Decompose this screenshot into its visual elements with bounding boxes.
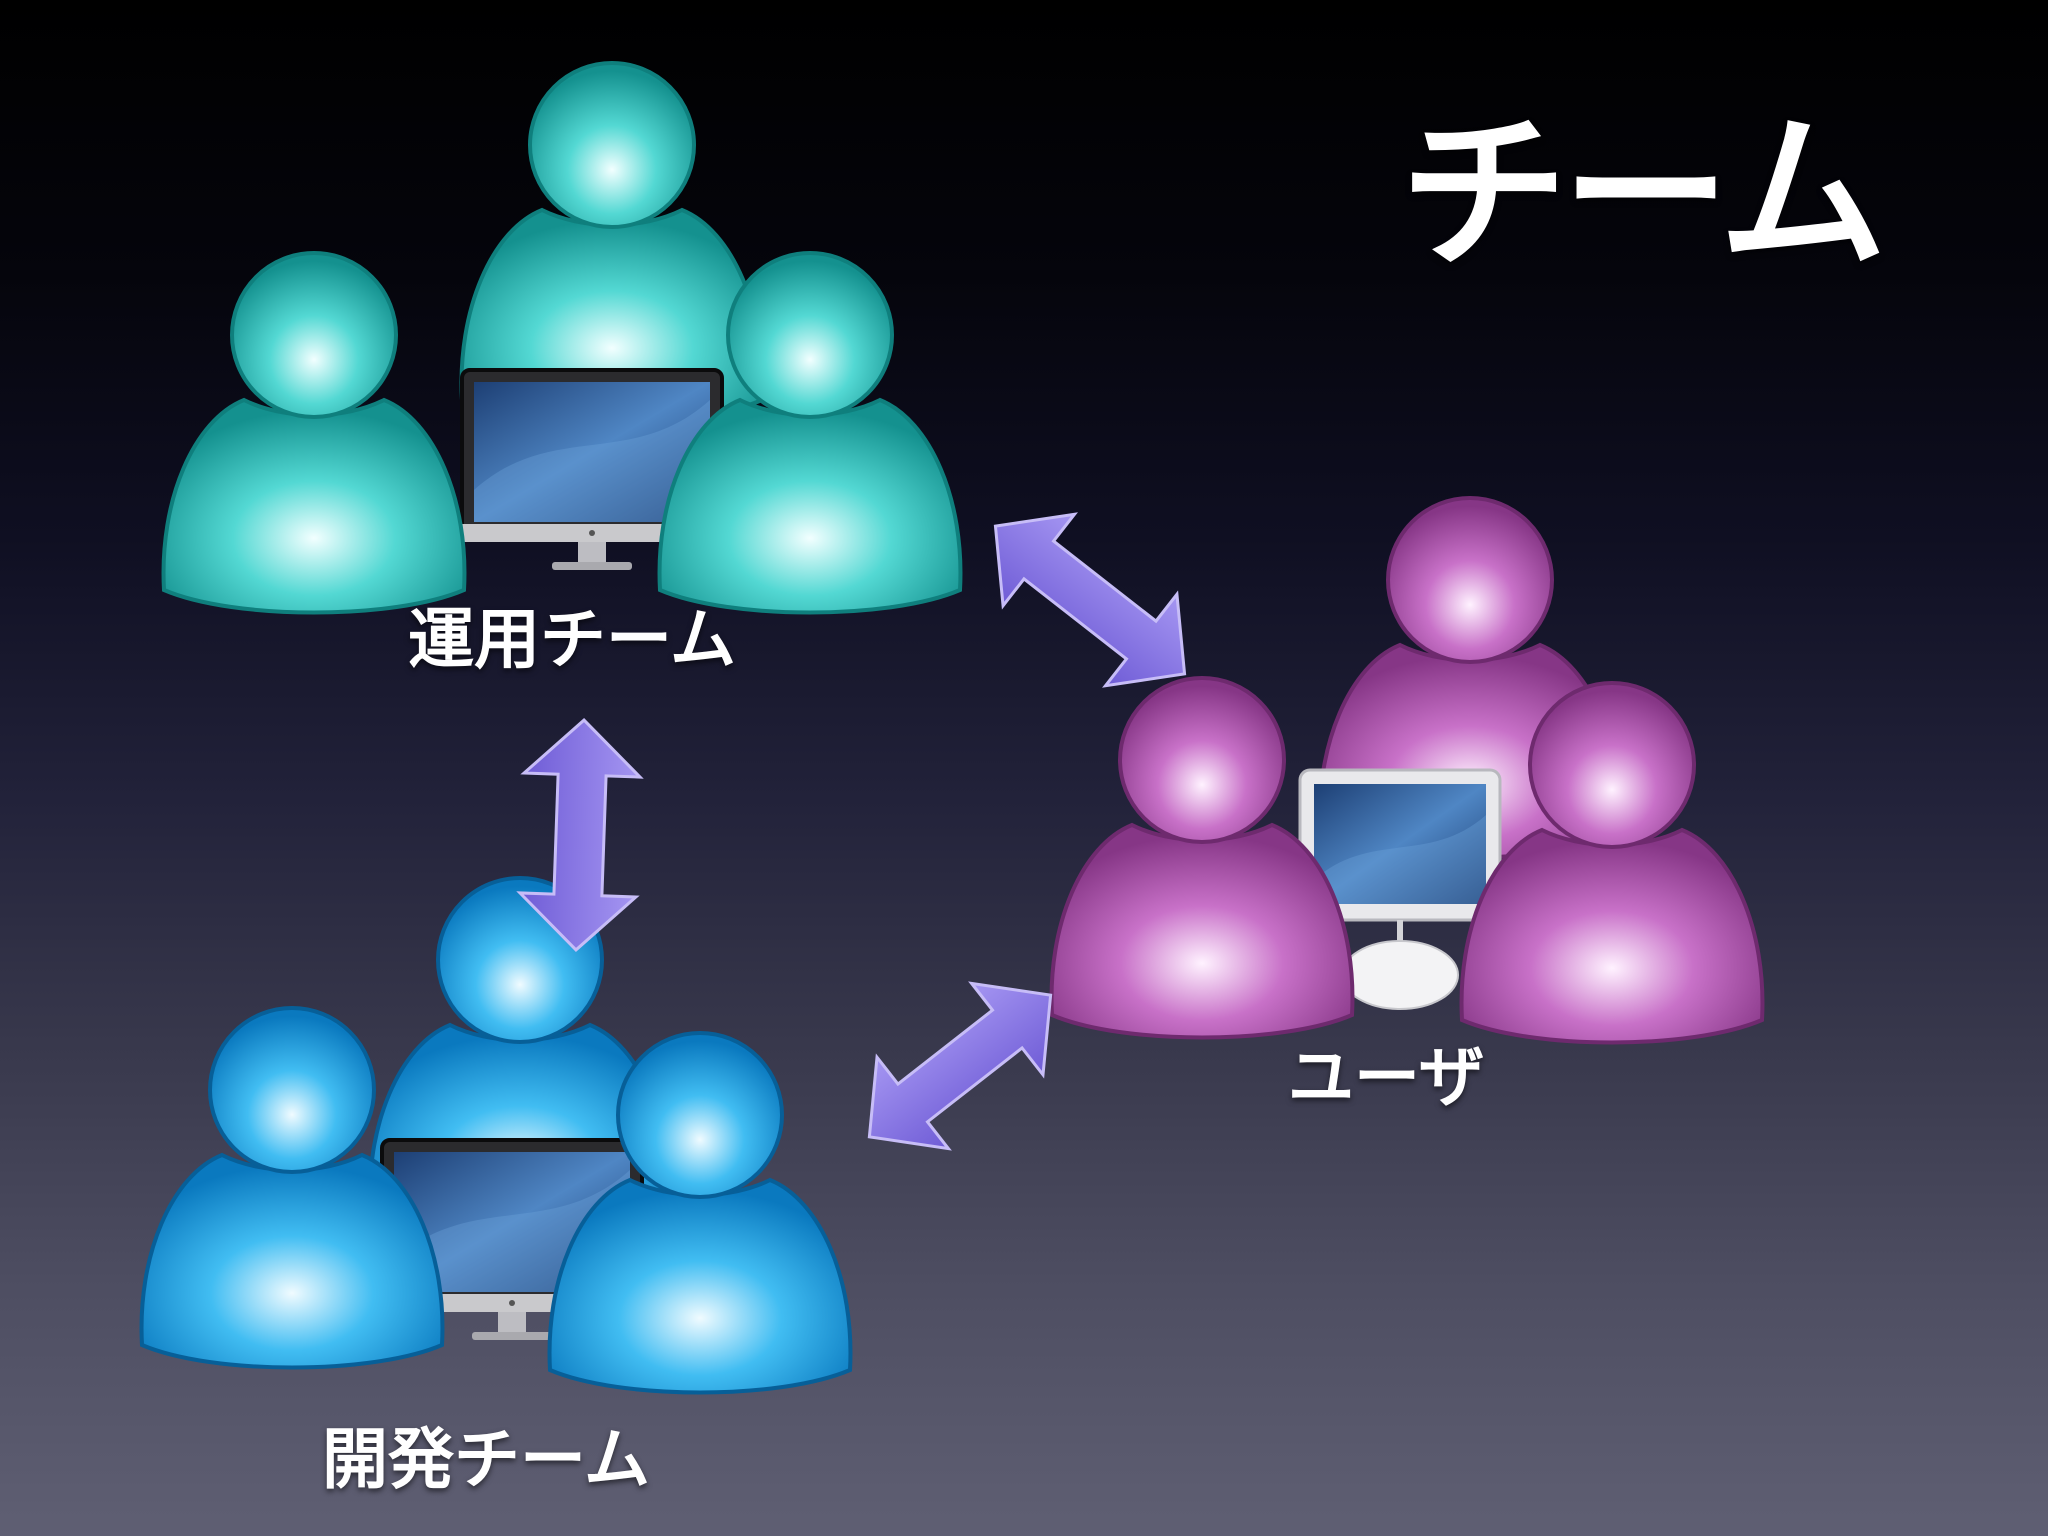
ops-team-group <box>161 61 963 615</box>
dev-person-left <box>139 1006 445 1370</box>
arrow-ops-user <box>993 512 1187 688</box>
dev-team-group <box>139 876 853 1395</box>
arrow-dev-user <box>867 981 1053 1151</box>
slide-title: チーム <box>1400 96 1887 292</box>
dev-team-label: 開発チーム <box>322 1421 651 1498</box>
user-person-left <box>1049 676 1355 1040</box>
arrows <box>516 512 1187 1151</box>
ops-person-left <box>161 251 467 615</box>
ops-team-label: 運用チーム <box>408 601 737 678</box>
user-group-label: ユーザ <box>1288 1039 1485 1116</box>
user-group <box>1049 496 1765 1045</box>
arrow-ops-dev <box>516 718 644 952</box>
